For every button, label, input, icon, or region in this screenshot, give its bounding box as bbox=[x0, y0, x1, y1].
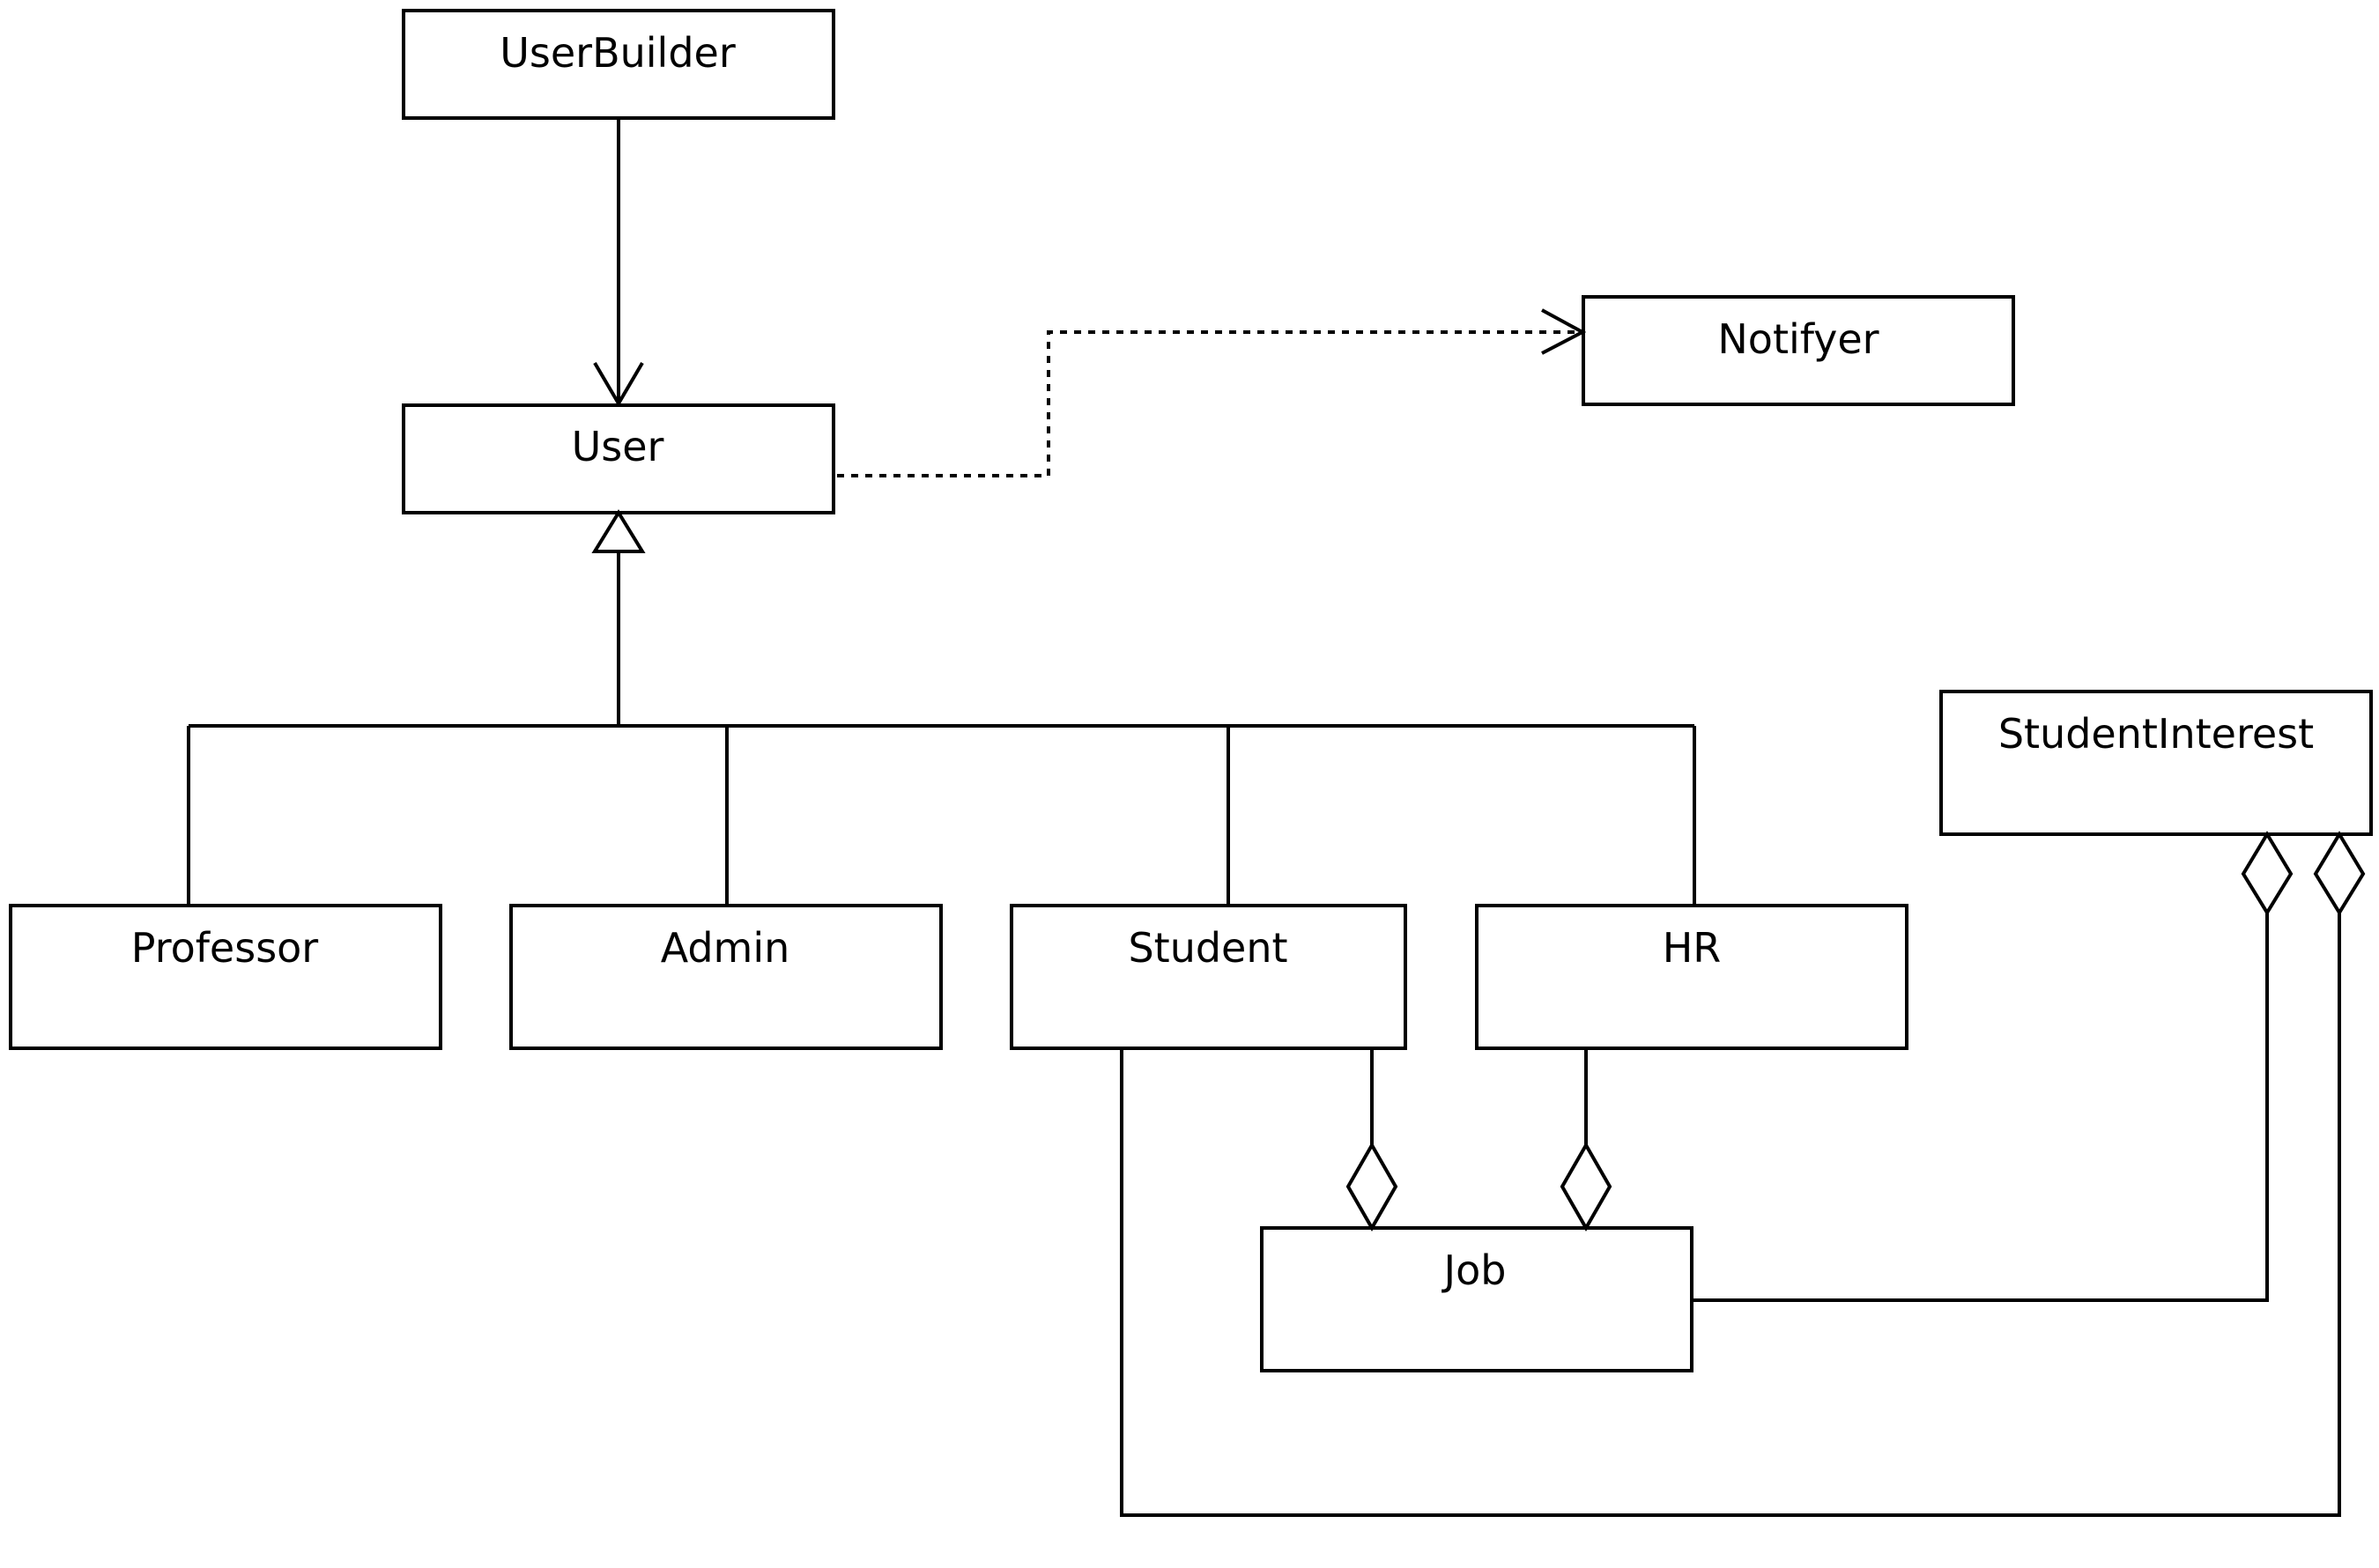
class-userbuilder-label: UserBuilder bbox=[500, 29, 736, 77]
class-hr-label: HR bbox=[1663, 924, 1722, 972]
aggregation-student-studentinterest bbox=[1120, 831, 2366, 1517]
aggregation-diamond bbox=[2313, 831, 2366, 916]
aggregation-job-studentinterest bbox=[1692, 831, 2294, 1302]
class-studentinterest: StudentInterest bbox=[1939, 690, 2373, 836]
class-job: Job bbox=[1260, 1226, 1693, 1372]
aggregation-student-job bbox=[1345, 1048, 1398, 1232]
aggregation-diamond bbox=[2241, 831, 2294, 916]
class-admin-label: Admin bbox=[661, 924, 790, 972]
aggregation-diamond bbox=[1560, 1141, 1612, 1232]
aggregation-hr-job bbox=[1560, 1048, 1612, 1232]
association-userbuilder-user bbox=[593, 118, 644, 407]
class-professor: Professor bbox=[9, 904, 442, 1050]
aggregation-diamond bbox=[1345, 1141, 1398, 1232]
class-student: Student bbox=[1010, 904, 1407, 1050]
class-professor-label: Professor bbox=[131, 924, 319, 972]
open-arrow-head bbox=[593, 361, 644, 407]
class-studentinterest-label: StudentInterest bbox=[1998, 710, 2314, 758]
class-user-label: User bbox=[572, 423, 664, 470]
class-notifyer: Notifyer bbox=[1582, 295, 2015, 406]
generalization-triangle-head bbox=[591, 509, 646, 553]
class-hr: HR bbox=[1475, 904, 1908, 1050]
class-job-label: Job bbox=[1441, 1246, 1507, 1294]
dependency-user-notifyer bbox=[837, 308, 1587, 477]
class-userbuilder: UserBuilder bbox=[402, 9, 835, 120]
generalization-tree bbox=[187, 509, 1696, 906]
open-arrow-head bbox=[1541, 308, 1587, 355]
class-user: User bbox=[402, 403, 835, 514]
class-student-label: Student bbox=[1128, 924, 1287, 972]
class-notifyer-label: Notifyer bbox=[1717, 315, 1879, 363]
class-admin: Admin bbox=[509, 904, 943, 1050]
